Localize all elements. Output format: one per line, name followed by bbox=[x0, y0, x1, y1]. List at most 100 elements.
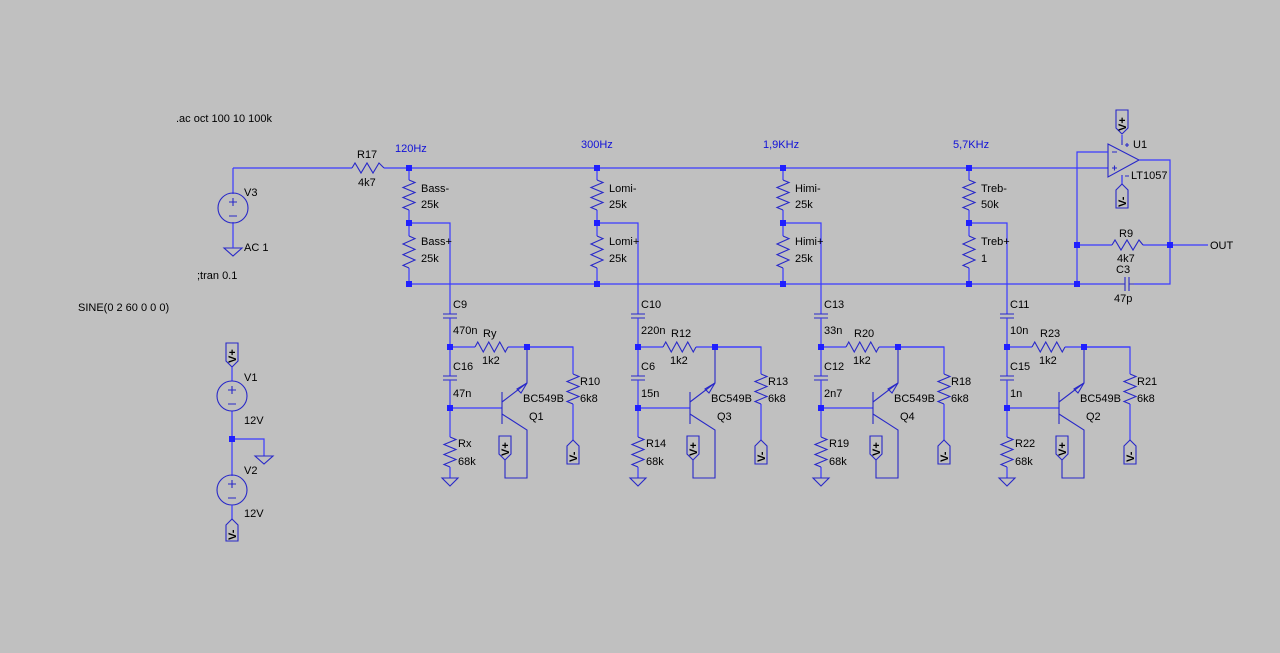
flag-label: V- bbox=[939, 451, 951, 462]
net-label-120hz[interactable]: 120Hz bbox=[395, 143, 427, 155]
pot-bottom-resistor[interactable] bbox=[401, 235, 417, 269]
pot-top-resistor[interactable] bbox=[401, 179, 417, 211]
emitter-resistor[interactable] bbox=[565, 373, 581, 405]
vplus-flag[interactable]: V+ bbox=[1055, 435, 1069, 461]
ground-res-value: 68k bbox=[458, 456, 476, 468]
transistor-legs[interactable] bbox=[872, 347, 899, 479]
series-capacitor[interactable] bbox=[1000, 313, 1014, 319]
ground-wire[interactable] bbox=[232, 438, 265, 456]
transistor-model: BC549B bbox=[894, 393, 935, 405]
feedback-resistor[interactable] bbox=[845, 340, 880, 354]
vplus-flag-supply[interactable]: V+ bbox=[225, 342, 239, 368]
pot-top-resistor[interactable] bbox=[775, 179, 791, 211]
pot-bottom-name: Lomi+ bbox=[609, 236, 639, 248]
junction-dot bbox=[780, 220, 786, 226]
vplus-flag[interactable]: V+ bbox=[869, 435, 883, 461]
series-capacitor[interactable] bbox=[814, 313, 828, 319]
series-capacitor[interactable] bbox=[631, 313, 645, 319]
ground-resistor[interactable] bbox=[813, 436, 829, 468]
feedback-resistor[interactable] bbox=[1031, 340, 1066, 354]
transistor-legs[interactable] bbox=[501, 347, 528, 479]
junction-dot bbox=[406, 220, 412, 226]
vminus-flag[interactable]: V- bbox=[566, 439, 580, 465]
feedback-resistor[interactable] bbox=[474, 340, 509, 354]
junction-dot bbox=[1167, 242, 1173, 248]
wire[interactable] bbox=[1084, 346, 1131, 440]
emitter-arrow-icon[interactable] bbox=[516, 382, 528, 394]
pot-top-resistor[interactable] bbox=[961, 179, 977, 211]
c3-capacitor[interactable] bbox=[1120, 277, 1134, 291]
wire[interactable] bbox=[527, 346, 574, 440]
sine-directive[interactable]: SINE(0 2 60 0 0 0) bbox=[78, 302, 169, 314]
shunt-cap-name: C16 bbox=[453, 361, 473, 373]
ground-resistor[interactable] bbox=[999, 436, 1015, 468]
ground-icon[interactable] bbox=[811, 477, 831, 487]
vminus-flag[interactable]: V- bbox=[937, 439, 951, 465]
shunt-cap-name: C15 bbox=[1010, 361, 1030, 373]
feedback-res-value: 1k2 bbox=[670, 355, 688, 367]
transistor-legs[interactable] bbox=[1058, 347, 1085, 479]
pot-top-resistor[interactable] bbox=[589, 179, 605, 211]
wire[interactable] bbox=[715, 346, 762, 440]
ground-icon[interactable] bbox=[628, 477, 648, 487]
vminus-flag-supply[interactable]: V- bbox=[225, 518, 239, 542]
vminus-flag[interactable]: V- bbox=[1123, 439, 1137, 465]
shunt-cap-value: 2n7 bbox=[824, 388, 842, 400]
emitter-arrow-icon[interactable] bbox=[1073, 382, 1085, 394]
tran-directive[interactable]: ;tran 0.1 bbox=[197, 270, 237, 282]
shunt-capacitor[interactable] bbox=[631, 375, 645, 381]
vplus-flag-u1[interactable]: V+ bbox=[1115, 109, 1129, 135]
emitter-res-value: 6k8 bbox=[580, 393, 598, 405]
wiper-wire[interactable] bbox=[969, 222, 1008, 314]
flag-label: V+ bbox=[227, 349, 239, 363]
emitter-resistor[interactable] bbox=[936, 373, 952, 405]
ground-resistor[interactable] bbox=[442, 436, 458, 468]
shunt-capacitor[interactable] bbox=[443, 375, 457, 381]
feedback-wires[interactable] bbox=[1076, 151, 1208, 285]
pot-bottom-resistor[interactable] bbox=[961, 235, 977, 269]
shunt-capacitor[interactable] bbox=[1000, 375, 1014, 381]
series-capacitor[interactable] bbox=[443, 313, 457, 319]
flag-label: V+ bbox=[871, 442, 883, 456]
wire[interactable] bbox=[898, 346, 945, 440]
emitter-arrow-icon[interactable] bbox=[704, 382, 716, 394]
ground-resistor[interactable] bbox=[630, 436, 646, 468]
flag-label: V- bbox=[756, 451, 768, 462]
c3-value: 47p bbox=[1114, 293, 1132, 305]
ground-res-value: 68k bbox=[829, 456, 847, 468]
wiper-wire[interactable] bbox=[409, 222, 451, 314]
junction-dot bbox=[635, 344, 641, 350]
feedback-res-name: R12 bbox=[671, 328, 691, 340]
feedback-resistor[interactable] bbox=[662, 340, 697, 354]
net-label-300hz[interactable]: 300Hz bbox=[581, 139, 613, 151]
emitter-resistor[interactable] bbox=[753, 373, 769, 405]
out-label[interactable]: OUT bbox=[1210, 240, 1234, 252]
pot-bottom-resistor[interactable] bbox=[589, 235, 605, 269]
wiper-wire[interactable] bbox=[783, 222, 822, 314]
r9-resistor[interactable] bbox=[1111, 238, 1144, 252]
net-label-1-9khz[interactable]: 1,9KHz bbox=[763, 139, 799, 151]
ac-directive[interactable]: .ac oct 100 10 100k bbox=[176, 113, 273, 125]
v3-name: V3 bbox=[244, 187, 257, 199]
vminus-flag[interactable]: V- bbox=[754, 439, 768, 465]
ground-icon[interactable] bbox=[440, 477, 460, 487]
vminus-flag-u1[interactable]: V- bbox=[1115, 183, 1129, 209]
v1-source[interactable] bbox=[216, 367, 248, 476]
pot-top-value: 50k bbox=[981, 199, 999, 211]
ground-icon[interactable] bbox=[997, 477, 1017, 487]
v3-source[interactable] bbox=[217, 168, 249, 257]
wiper-wire[interactable] bbox=[597, 222, 639, 314]
vplus-flag[interactable]: V+ bbox=[686, 435, 700, 461]
opamp-u1[interactable] bbox=[1107, 140, 1141, 182]
pot-bottom-resistor[interactable] bbox=[775, 235, 791, 269]
transistor-legs[interactable] bbox=[689, 347, 716, 479]
emitter-arrow-icon[interactable] bbox=[887, 382, 899, 394]
net-label-5-7khz[interactable]: 5,7KHz bbox=[953, 139, 989, 151]
shunt-capacitor[interactable] bbox=[814, 375, 828, 381]
r17-resistor[interactable] bbox=[351, 161, 385, 175]
v2-source[interactable] bbox=[216, 474, 248, 519]
vplus-flag[interactable]: V+ bbox=[498, 435, 512, 461]
emitter-resistor[interactable] bbox=[1122, 373, 1138, 405]
junction-dot bbox=[1074, 281, 1080, 287]
